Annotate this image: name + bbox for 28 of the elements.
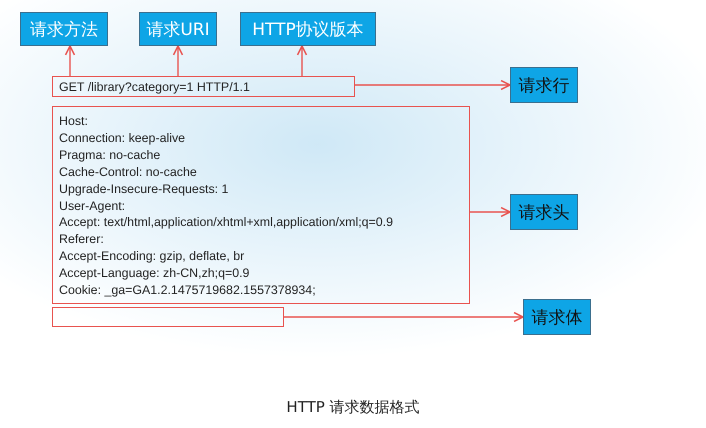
label-box: 请求头: [510, 194, 578, 230]
header-line: Cookie: _ga=GA1.2.1475719682.1557378934;: [59, 282, 317, 299]
label-box: 请求方法: [20, 12, 108, 46]
arrow: [296, 45, 308, 76]
arrow: [64, 45, 76, 76]
header-line: User-Agent:: [59, 198, 126, 214]
label-box: HTTP协议版本: [240, 12, 376, 46]
arrow: [172, 45, 184, 76]
label-box: 请求URI: [139, 12, 217, 46]
header-line: Pragma: no-cache: [59, 146, 162, 164]
label-box: 请求行: [510, 67, 578, 103]
text-box: [52, 106, 470, 304]
header-line: Upgrade-Insecure-Requests: 1: [59, 180, 230, 198]
caption: HTTP 请求数据格式: [285, 398, 421, 417]
arrow: [355, 80, 511, 90]
header-line: Accept: text/html,application/xhtml+xml,application/xml;q=0.9: [59, 214, 394, 232]
header-line: Accept-Encoding: gzip, deflate, br: [59, 248, 246, 266]
header-line: Referer:: [59, 231, 105, 248]
label-box: 请求体: [523, 299, 591, 335]
header-line: Connection: keep-alive: [59, 130, 186, 147]
header-line: Cache-Control: no-cache: [59, 164, 198, 181]
request-line-text: GET /library?category=1 HTTP/1.1: [59, 79, 251, 96]
header-line: Host:: [59, 113, 89, 130]
arrow: [470, 206, 511, 218]
header-line: Accept-Language: zh-CN,zh;q=0.9: [59, 265, 250, 282]
text-box: [52, 76, 355, 97]
box-outline: [52, 307, 284, 327]
arrow: [284, 312, 524, 322]
